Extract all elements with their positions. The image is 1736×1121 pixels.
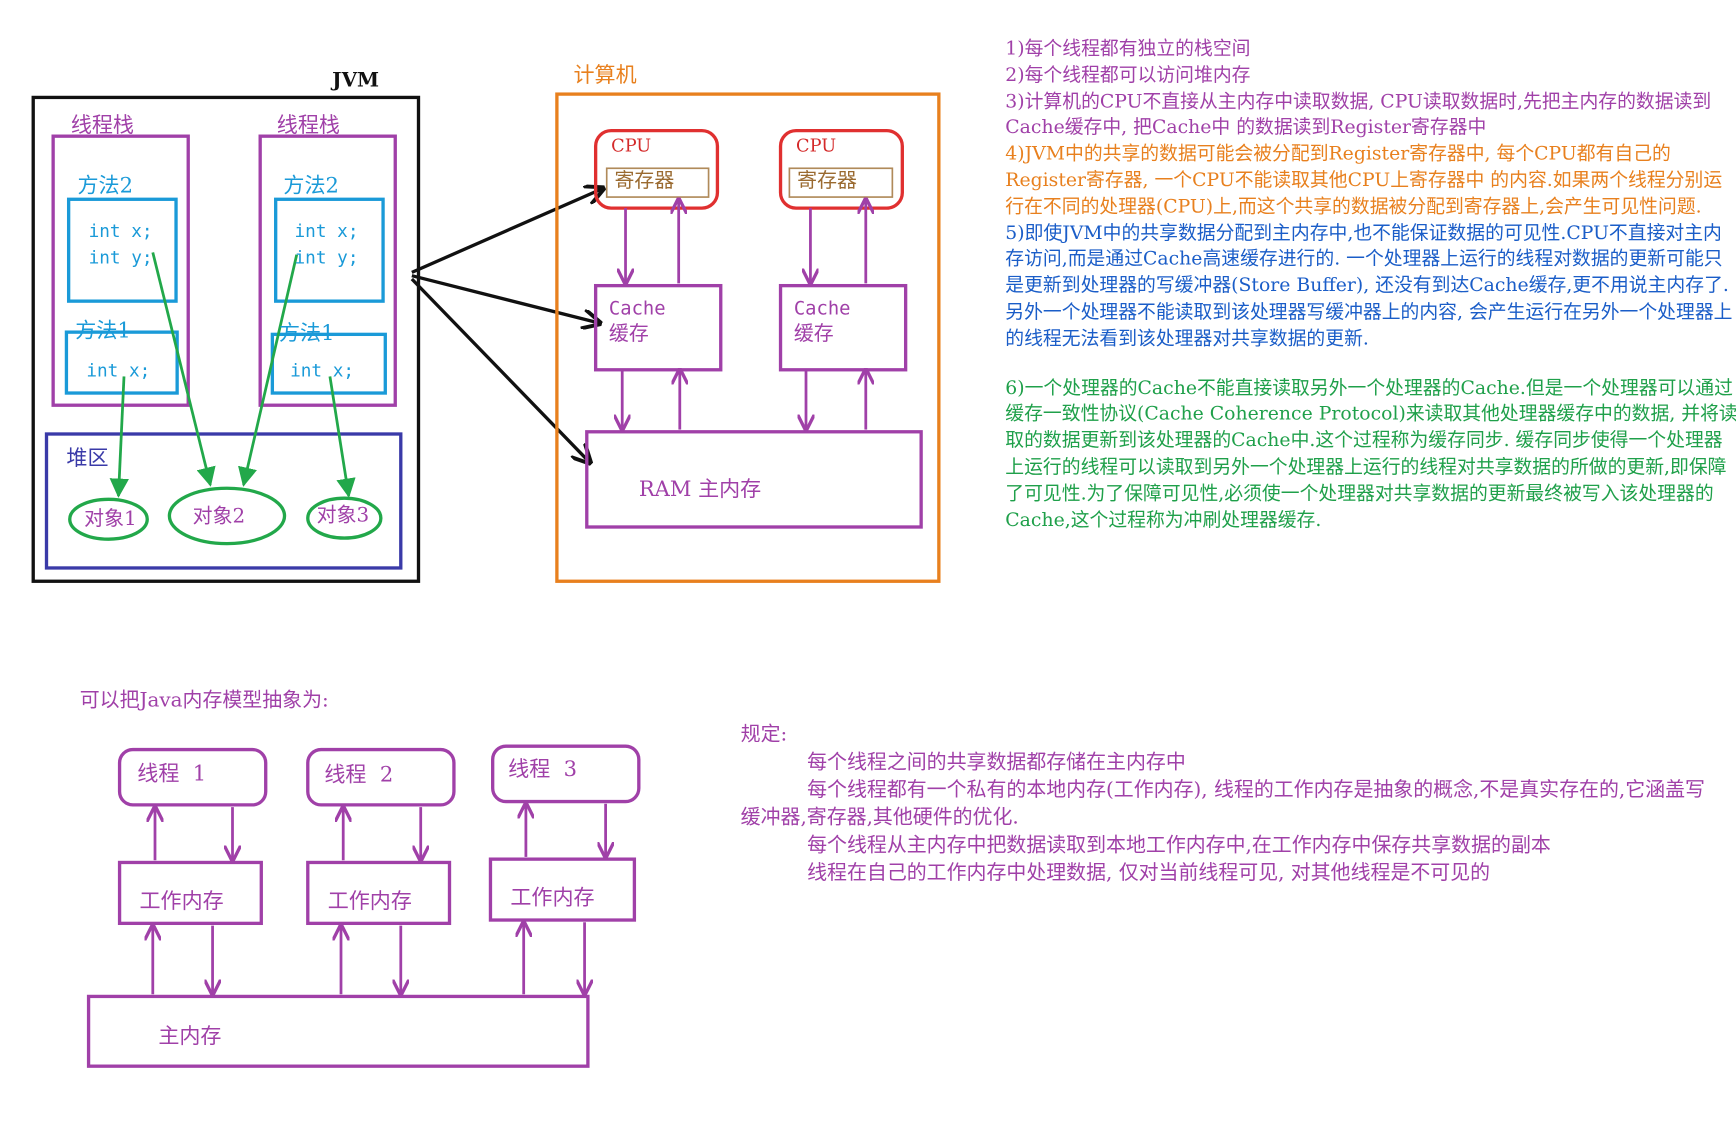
working-memory-3-box <box>488 857 637 922</box>
method1-var-x-1: int x; <box>86 359 151 381</box>
model-title: 可以把Java内存模型抽象为: <box>79 688 329 712</box>
ram-label: RAM 主内存 <box>638 477 762 502</box>
ram-box <box>585 430 923 529</box>
cache-2-box <box>778 283 908 372</box>
register-2-label: 寄存器 <box>797 169 857 193</box>
cache-1-label: Cache <box>608 297 666 320</box>
computer-box <box>555 92 941 583</box>
computer-label: 计算机 <box>573 63 637 88</box>
method2-var-y-1: int y; <box>88 246 153 268</box>
cpu-2-box <box>778 128 904 210</box>
object1-ellipse <box>68 497 149 541</box>
rule-2: 每个线程都有一个私有的本地内存(工作内存), 线程的工作内存是抽象的概念,不是真… <box>740 778 1705 830</box>
model-main-memory-box <box>86 994 590 1068</box>
register-1-label: 寄存器 <box>614 169 675 193</box>
cache-1-box <box>593 283 723 372</box>
thread-stack-1-label: 线程栈 <box>70 112 134 138</box>
cache-2-label: Cache <box>793 297 851 320</box>
cache-1-sublabel: 缓存 <box>608 322 649 346</box>
object3-label: 对象3 <box>316 503 370 528</box>
working-memory-2-box <box>306 860 452 926</box>
jvm-box <box>31 95 421 583</box>
model-thread-2-box <box>306 747 456 807</box>
method2-box-1 <box>66 197 178 303</box>
jvm-to-ram-arrow <box>410 277 590 463</box>
ref-arrow-method1-object1 <box>109 376 129 498</box>
note-2: 2)每个线程都可以访问堆内存 <box>1005 63 1251 87</box>
heap-box <box>44 432 403 570</box>
working-memory-1-box <box>117 860 263 926</box>
method1-label-1: 方法1 <box>75 318 131 344</box>
ref-arrow-right-object2 <box>238 254 299 487</box>
method2-box-2 <box>274 197 385 303</box>
thread-stack-2-label: 线程栈 <box>276 112 340 138</box>
note-5: 5)即使JVM中的共享数据分配到主内存中,也不能保证数据的可见性.CPU不直接对… <box>1005 222 1733 350</box>
thread-stack-2-box <box>258 134 397 407</box>
rules-title: 规定: <box>740 722 788 747</box>
thread-stack-1-box <box>51 134 190 407</box>
method2-var-y-2: int y; <box>294 246 359 268</box>
cpu-1-box <box>593 128 720 210</box>
note-4: 4)JVM中的共享的数据可能会被分配到Register寄存器中, 每个CPU都有… <box>1005 143 1723 218</box>
jvm-to-register-arrow <box>411 188 604 274</box>
method2-var-x-1: int x; <box>88 220 153 242</box>
object1-label: 对象1 <box>84 507 137 531</box>
object2-ellipse <box>167 486 287 546</box>
cpu-2-label: CPU <box>796 135 837 157</box>
register-1-box <box>605 167 710 198</box>
working-memory-3-label: 工作内存 <box>510 885 595 911</box>
jvm-label: JVM <box>332 68 380 92</box>
jvm-to-cache-arrow <box>411 274 600 324</box>
cpu-1-label: CPU <box>611 135 652 157</box>
heap-label: 堆区 <box>66 446 109 471</box>
rule-3: 每个线程从主内存中把数据读取到本地工作内存中,在工作内存中保存共享数据的副本 <box>807 833 1551 857</box>
method2-label-2: 方法2 <box>283 173 339 199</box>
method1-var-x-2: int x; <box>290 359 355 381</box>
ref-arrow-left-object2 <box>151 252 216 487</box>
ref-arrow-method1-object3 <box>328 376 356 498</box>
method1-label-2: 方法1 <box>279 321 335 346</box>
method1-box-1 <box>64 330 179 395</box>
working-memory-1-label: 工作内存 <box>139 889 224 914</box>
note-3: 3)计算机的CPU不直接从主内存中读取数据, CPU读取数据时,先把主内存的数据… <box>1005 90 1712 139</box>
object3-ellipse <box>306 496 383 540</box>
model-thread-3-label: 线程 3 <box>508 757 578 782</box>
model-thread-3-box <box>491 744 641 804</box>
note-1: 1)每个线程都有独立的栈空间 <box>1005 37 1251 60</box>
model-thread-2-label: 线程 2 <box>324 762 394 788</box>
rules-panel: 规定: 每个线程之间的共享数据都存储在主内存中 每个线程都有一个私有的本地内存(… <box>741 721 1715 887</box>
model-main-memory-label: 主内存 <box>158 1024 222 1049</box>
notes-panel: 1)每个线程都有独立的栈空间 2)每个线程都可以访问堆内存 3)计算机的CPU不… <box>1005 37 1736 534</box>
rule-4: 线程在自己的工作内存中处理数据, 仅对当前线程可见, 对其他线程是不可见的 <box>807 861 1491 885</box>
working-memory-2-label: 工作内存 <box>327 889 412 914</box>
rule-1: 每个线程之间的共享数据都存储在主内存中 <box>807 750 1186 774</box>
register-2-box <box>788 167 894 198</box>
object2-label: 对象2 <box>192 504 246 529</box>
note-6: 6)一个处理器的Cache不能直接读取另外一个处理器的Cache.但是一个处理器… <box>1005 377 1736 531</box>
method2-label-1: 方法2 <box>77 173 133 199</box>
model-thread-1-box <box>117 747 268 807</box>
method2-var-x-2: int x; <box>294 220 359 242</box>
cache-2-sublabel: 缓存 <box>793 322 834 346</box>
model-thread-1-label: 线程 1 <box>137 761 207 787</box>
